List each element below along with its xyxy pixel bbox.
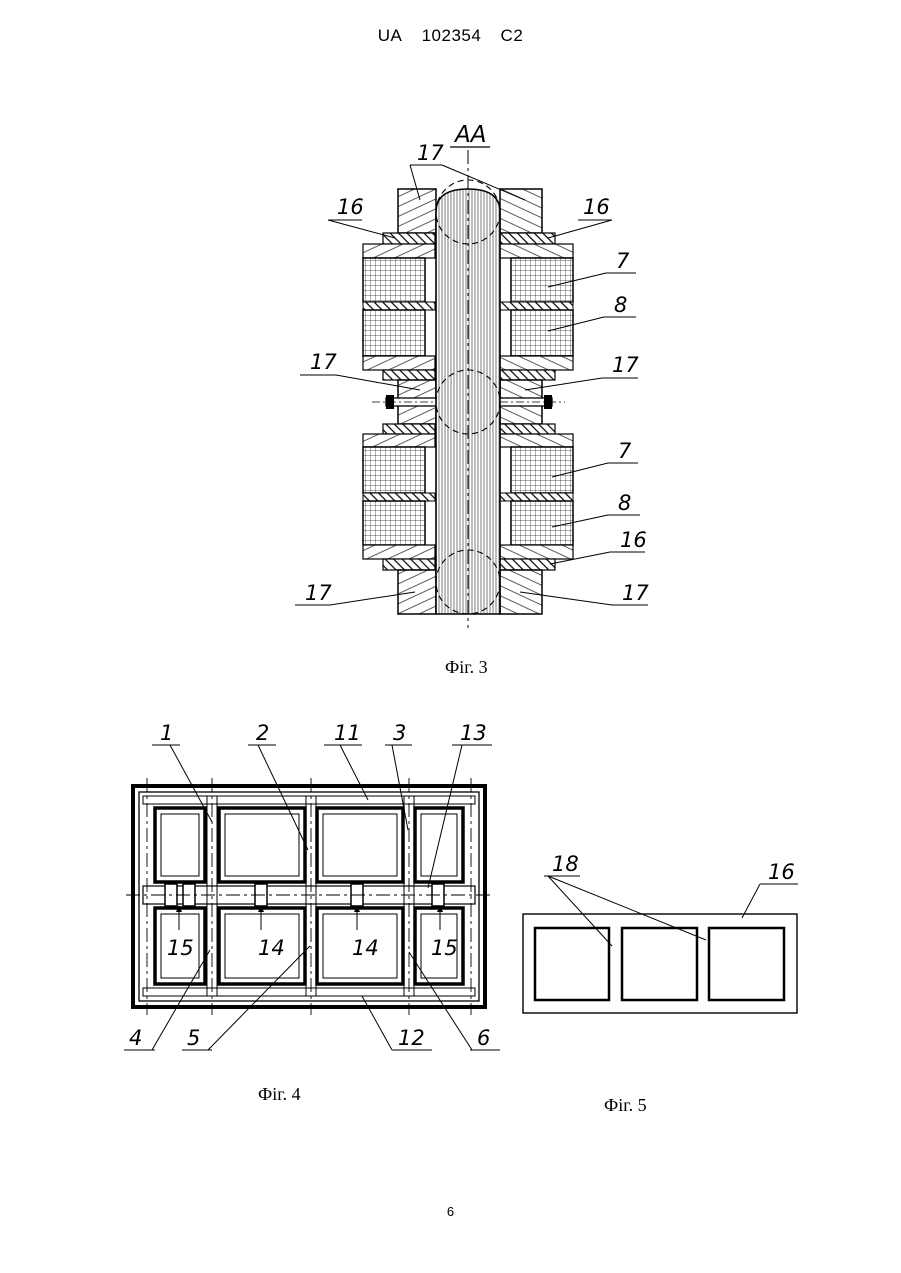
fig4-label-6: 6 (477, 1026, 490, 1050)
fig5-label-16: 16 (768, 860, 795, 884)
fig4-label-15-left: 15 (167, 936, 194, 960)
fig3-label-16-lower: 16 (620, 528, 647, 552)
fig3-label-17-mid-right: 17 (612, 353, 639, 377)
figure-3-drawing (363, 150, 573, 628)
fig4-label-11: 11 (334, 721, 361, 745)
fig3-label-7-lower: 7 (618, 439, 632, 463)
fig3-caption: Фіг. 3 (445, 657, 488, 678)
fig3-label-8-lower: 8 (618, 491, 631, 515)
fig4-label-3: 3 (393, 721, 406, 745)
section-label: AA (453, 122, 486, 148)
fig3-label-8-upper: 8 (614, 293, 627, 317)
figure-5-callouts: 18 16 (544, 852, 798, 946)
fig4-label-14-left: 14 (258, 936, 285, 960)
fig4-label-13: 13 (460, 721, 487, 745)
fig3-label-16-right: 16 (583, 195, 610, 219)
fig4-label-4: 4 (129, 1026, 142, 1050)
fig4-label-12: 12 (398, 1026, 425, 1050)
fig3-label-17-top: 17 (417, 141, 444, 165)
figure-4-drawing (126, 778, 492, 1015)
figure-5-drawing (523, 914, 797, 1013)
fig5-caption: Фіг. 5 (604, 1095, 647, 1116)
fig4-label-5: 5 (187, 1026, 200, 1050)
fig4-label-14-right: 14 (352, 936, 379, 960)
fig3-label-16-left: 16 (337, 195, 364, 219)
fig3-label-7-upper: 7 (616, 249, 630, 273)
fig3-label-17-bottom-left: 17 (305, 581, 332, 605)
fig4-label-1: 1 (160, 721, 173, 745)
fig3-label-17-mid-left: 17 (310, 350, 337, 374)
page-number: 6 (0, 1204, 901, 1219)
fig4-caption: Фіг. 4 (258, 1084, 301, 1105)
fig4-label-2: 2 (256, 721, 269, 745)
fig3-label-17-bottom-right: 17 (622, 581, 649, 605)
fig5-label-18: 18 (552, 852, 579, 876)
fig4-label-15-right: 15 (431, 936, 458, 960)
